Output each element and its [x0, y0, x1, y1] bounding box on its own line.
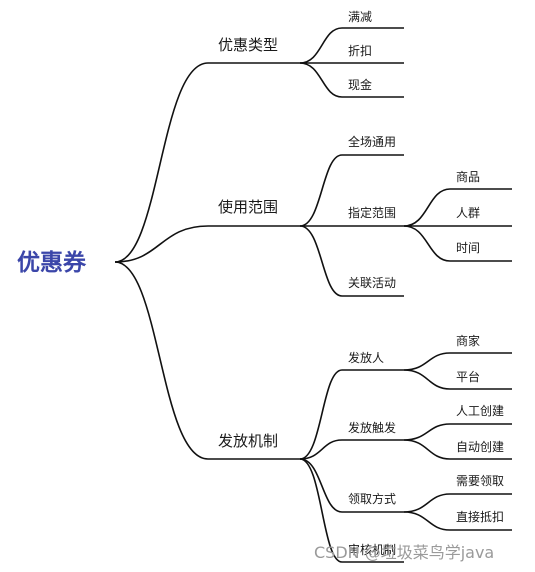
watermark: CSDN @垃圾菜鸟学java [314, 543, 494, 562]
edge-b2c2-g3 [403, 225, 451, 262]
node-manual-create[interactable]: 人工创建 [456, 404, 504, 418]
branch-usage-scope[interactable]: 使用范围 [218, 198, 278, 216]
node-storewide[interactable]: 全场通用 [348, 134, 396, 149]
edge-b2-c1 [299, 154, 343, 227]
node-discount[interactable]: 折扣 [348, 43, 372, 58]
root-node[interactable]: 优惠券 [17, 249, 87, 276]
edge-b1-c1 [299, 27, 343, 64]
edge-b2-c3 [299, 225, 343, 297]
edge-root-branch-2 [114, 225, 209, 263]
node-linked-activity[interactable]: 关联活动 [348, 276, 396, 290]
node-full-reduction[interactable]: 满减 [348, 10, 372, 24]
edge-b3-c4 [299, 458, 343, 563]
node-cash[interactable]: 现金 [348, 77, 372, 92]
node-platform[interactable]: 平台 [456, 369, 480, 384]
branch-issuance-mechanism[interactable]: 发放机制 [218, 432, 278, 450]
node-claim-method[interactable]: 领取方式 [348, 491, 396, 506]
edge-b3-c3 [299, 458, 343, 513]
edge-b3-c1 [299, 369, 343, 460]
edge-root-branch-1 [114, 62, 209, 263]
node-product[interactable]: 商品 [456, 169, 480, 184]
node-auto-create[interactable]: 自动创建 [456, 440, 504, 454]
node-time[interactable]: 时间 [456, 241, 480, 255]
node-issuance-trigger[interactable]: 发放触发 [348, 420, 396, 435]
edge-b2c2-g1 [403, 188, 451, 227]
edge-root-branch-3 [114, 261, 209, 460]
node-direct-deduct[interactable]: 直接抵扣 [456, 509, 504, 524]
edge-b3-c2 [299, 439, 343, 460]
node-issuer[interactable]: 发放人 [348, 350, 384, 365]
branch-coupon-type[interactable]: 优惠类型 [218, 36, 278, 54]
node-specified-scope[interactable]: 指定范围 [348, 205, 396, 220]
edge-b1-c3 [299, 62, 343, 98]
node-crowd[interactable]: 人群 [456, 206, 480, 220]
node-need-claim[interactable]: 需要领取 [456, 474, 504, 488]
node-review-mechanism[interactable]: 审核机制 [348, 542, 396, 557]
node-merchant[interactable]: 商家 [456, 333, 480, 348]
